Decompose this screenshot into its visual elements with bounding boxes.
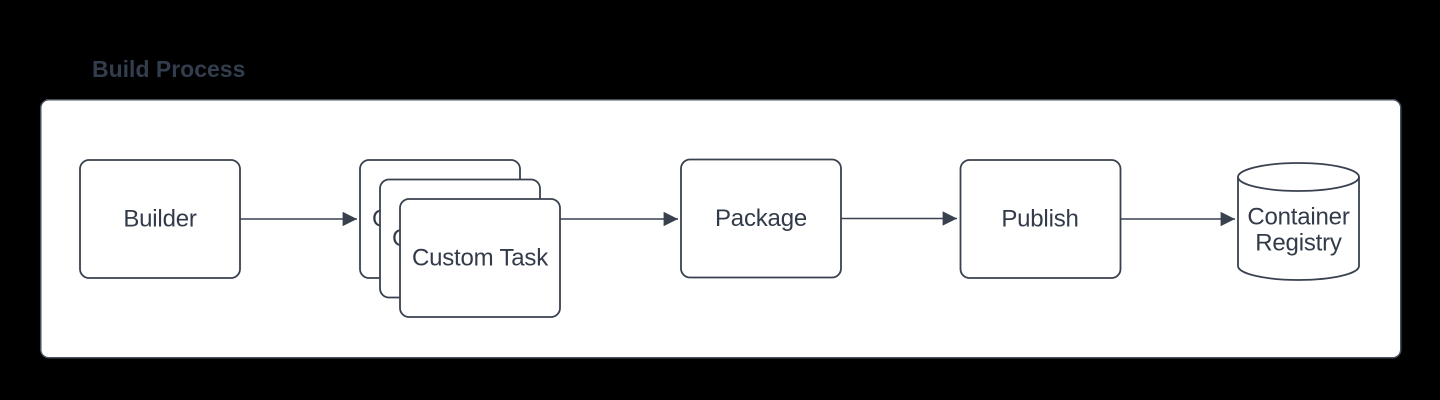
node-package-label: Package: [715, 205, 807, 232]
custom-task-front-label: Custom Task: [412, 245, 549, 272]
node-builder-label: Builder: [123, 206, 197, 233]
container-registry-label-line2: Registry: [1255, 230, 1342, 257]
node-builder[interactable]: Builder: [79, 159, 241, 279]
node-package[interactable]: Package: [680, 158, 842, 279]
node-custom-task[interactable]: Custom Task Custom Task Custom Task: [359, 159, 561, 318]
cylinder-body[interactable]: [1237, 177, 1360, 281]
frame-title: Build Process: [92, 56, 245, 82]
cylinder-top[interactable]: [1237, 162, 1360, 192]
node-publish[interactable]: Publish: [959, 159, 1122, 279]
custom-task-stack-front[interactable]: [399, 198, 561, 318]
node-publish-label: Publish: [1001, 206, 1078, 233]
node-container-registry[interactable]: Container Registry: [1237, 162, 1360, 281]
container-registry-label-line1: Container: [1247, 204, 1349, 231]
